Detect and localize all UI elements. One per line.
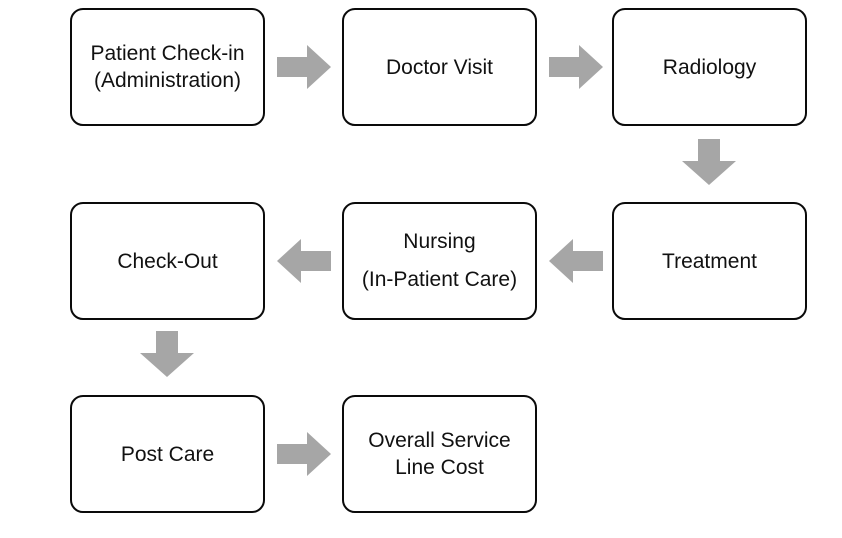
arrow-right-icon: [277, 45, 331, 89]
node-nursing-label: Nursing (In-Patient Care): [361, 230, 518, 291]
node-radiology-label: Radiology: [662, 55, 757, 79]
node-doctor-visit: Doctor Visit: [342, 8, 537, 126]
node-check-out: Check-Out: [70, 202, 265, 320]
node-patient-check-in-label: Patient Check-in (Administration): [90, 42, 245, 92]
arrow-left-icon: [549, 239, 603, 283]
arrow-left-icon: [277, 239, 331, 283]
arrow-down-icon: [682, 139, 736, 185]
node-doctor-visit-label: Doctor Visit: [386, 55, 493, 79]
node-post-care-label: Post Care: [120, 442, 215, 466]
arrow-right-icon: [549, 45, 603, 89]
node-nursing: Nursing (In-Patient Care): [342, 202, 537, 320]
node-overall-service-line-cost-label: Overall Service Line Cost: [368, 429, 511, 479]
node-treatment-label: Treatment: [662, 249, 757, 273]
node-radiology: Radiology: [612, 8, 807, 126]
arrow-down-icon: [140, 331, 194, 377]
node-check-out-label: Check-Out: [117, 249, 218, 273]
arrow-right-icon: [277, 432, 331, 476]
node-treatment: Treatment: [612, 202, 807, 320]
node-overall-service-line-cost: Overall Service Line Cost: [342, 395, 537, 513]
node-patient-check-in: Patient Check-in (Administration): [70, 8, 265, 126]
node-post-care: Post Care: [70, 395, 265, 513]
